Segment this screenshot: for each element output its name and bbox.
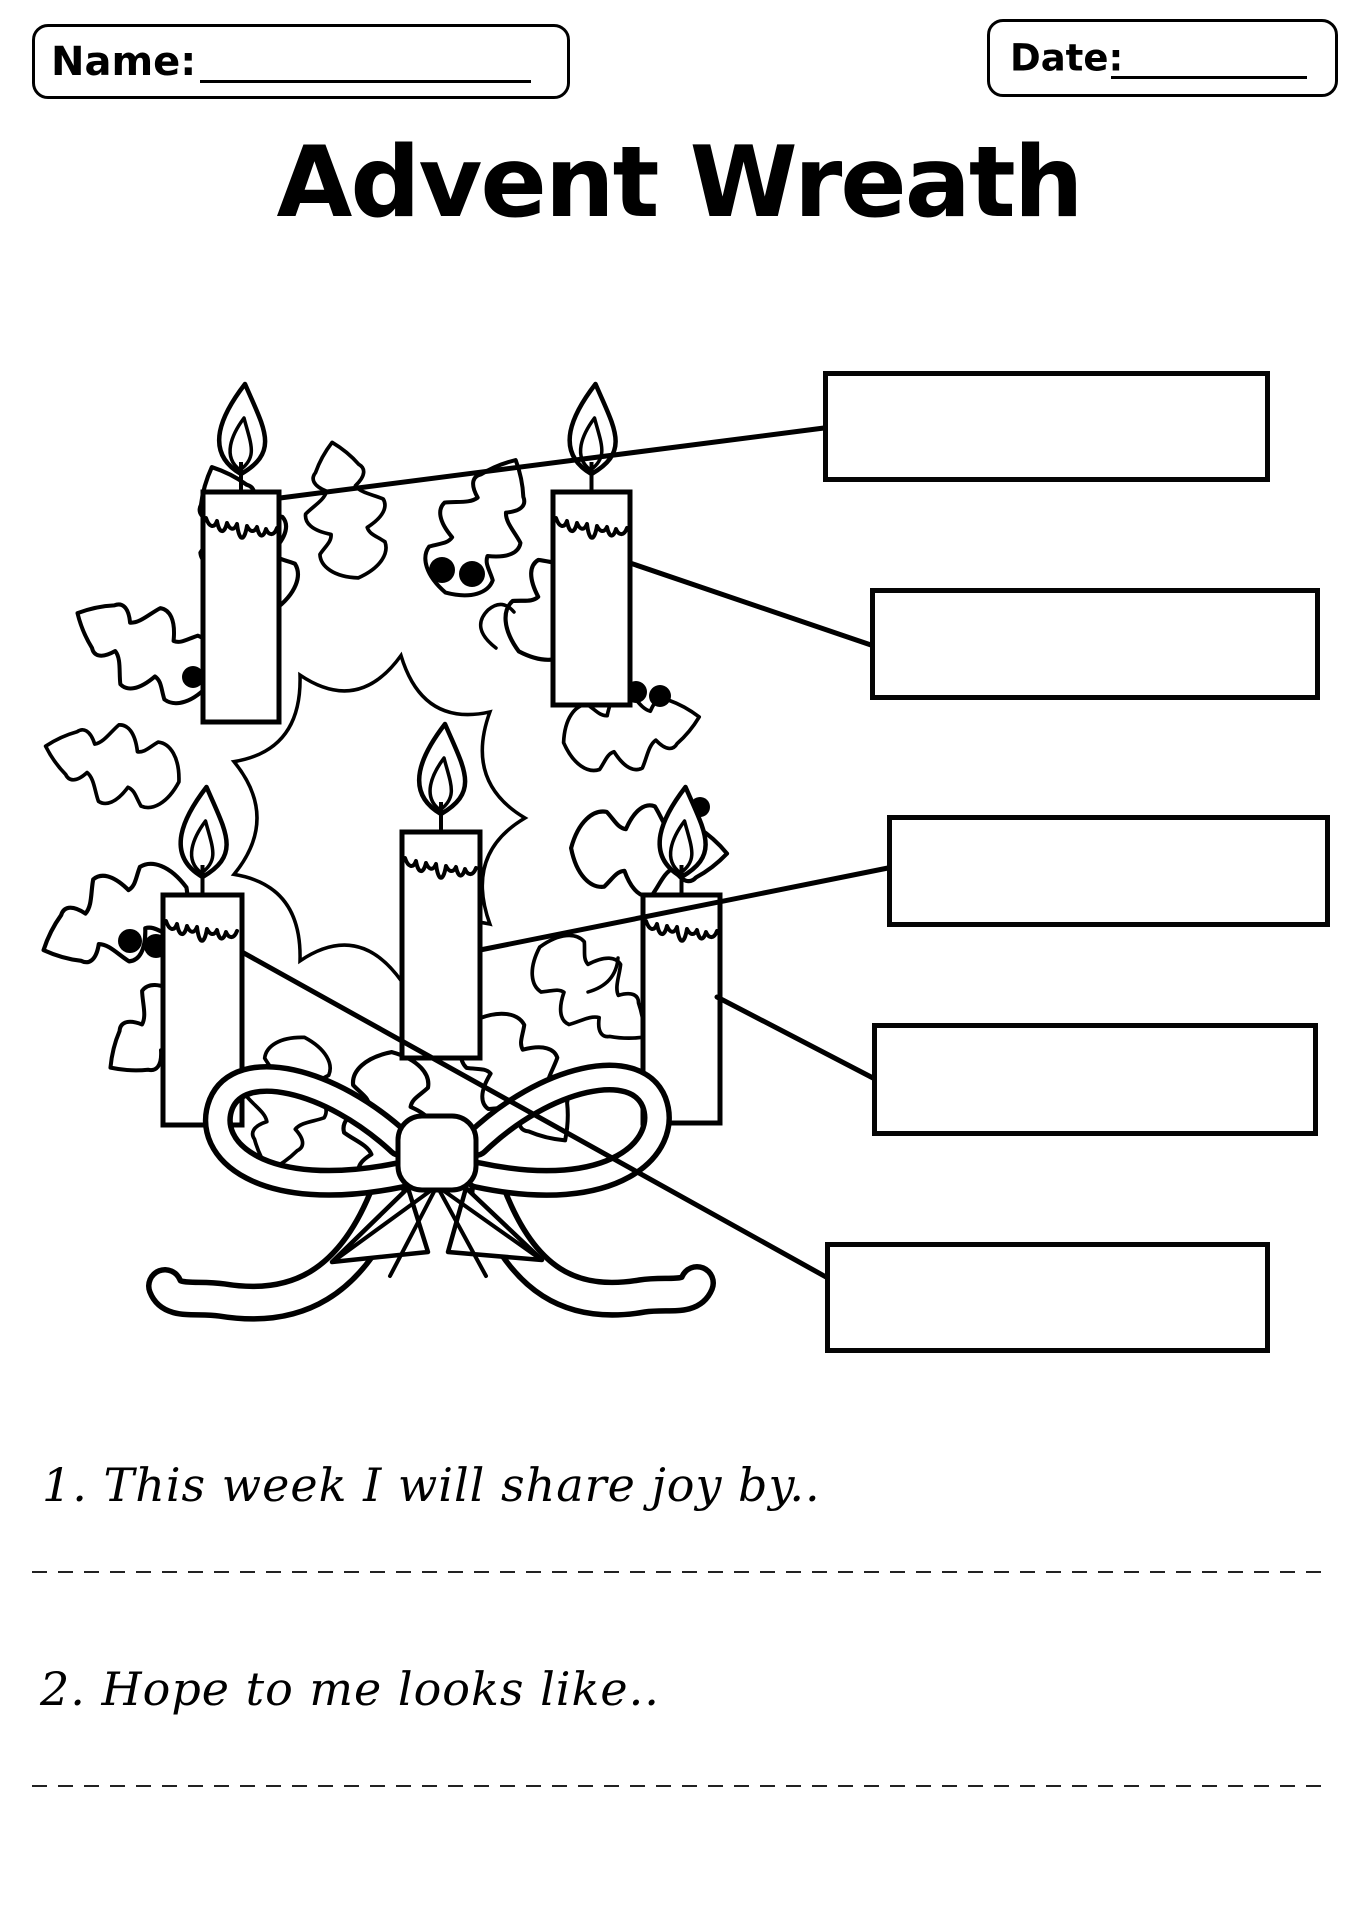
answer-box-4[interactable] <box>872 1023 1318 1136</box>
date-field: Date: <box>987 19 1338 97</box>
date-label: Date: <box>1010 36 1124 80</box>
name-field: Name: <box>32 24 570 99</box>
connector-line-4 <box>714 994 876 1081</box>
name-input-line[interactable] <box>200 80 531 83</box>
prompt-2: 2. Hope to me looks like.. <box>40 1662 660 1716</box>
prompt-1-answer-line[interactable] <box>32 1571 1332 1573</box>
prompt-2-answer-line[interactable] <box>32 1785 1332 1787</box>
bow <box>146 1062 716 1322</box>
page-title: Advent Wreath <box>276 126 1084 240</box>
answer-box-2[interactable] <box>870 588 1320 700</box>
answer-box-3[interactable] <box>887 815 1330 927</box>
connector-line-2 <box>627 560 874 648</box>
candle-1 <box>200 381 282 725</box>
candle-4 <box>399 721 483 1061</box>
candle-5 <box>640 784 723 1126</box>
connector-line-1 <box>277 425 827 501</box>
connector-line-3 <box>477 865 891 953</box>
name-label: Name: <box>51 38 197 85</box>
curl-decoration <box>478 602 516 650</box>
answer-box-5[interactable] <box>825 1242 1270 1353</box>
date-input-line[interactable] <box>1111 76 1307 79</box>
curl-decoration <box>586 956 620 994</box>
connector-line-5 <box>239 949 829 1280</box>
prompt-1: 1. This week I will share joy by.. <box>42 1458 821 1512</box>
candle-2 <box>550 381 633 708</box>
answer-box-1[interactable] <box>823 371 1270 482</box>
